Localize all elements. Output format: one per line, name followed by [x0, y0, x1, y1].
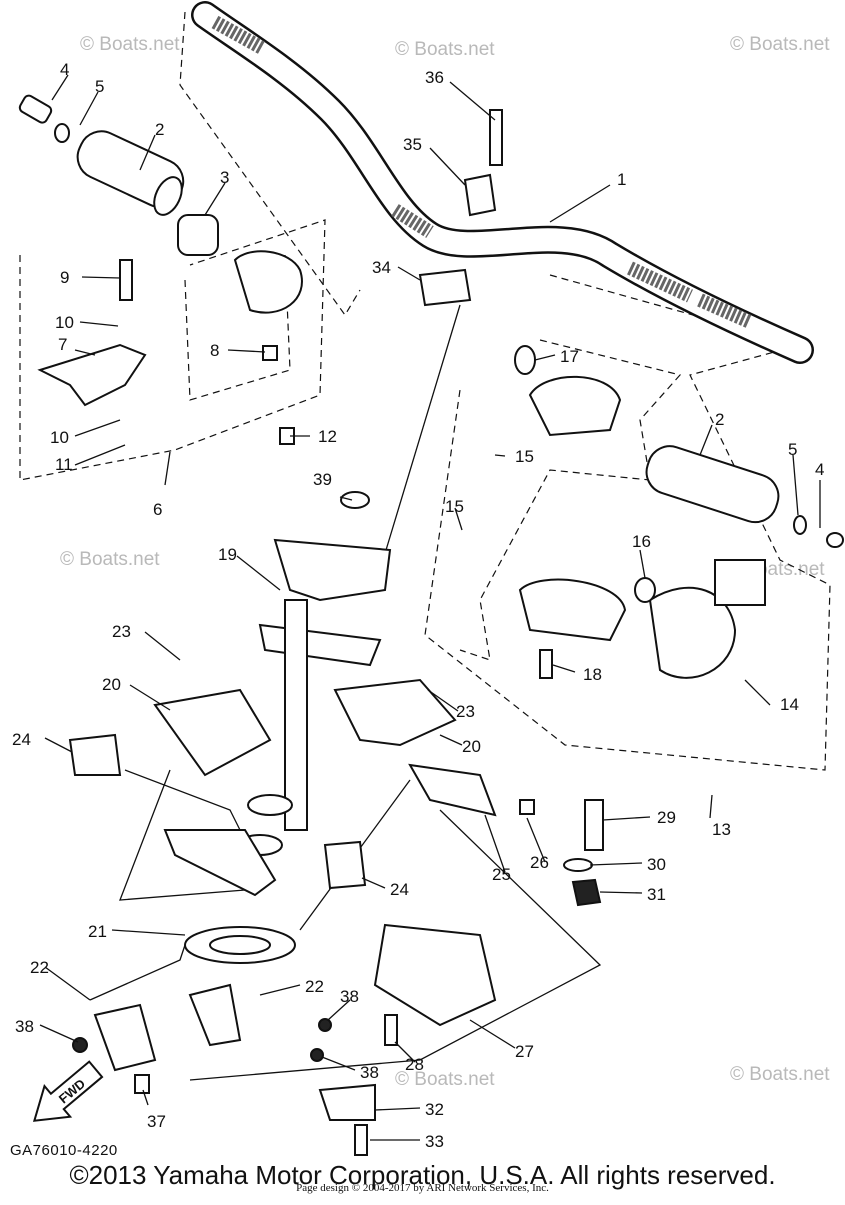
- steering-column: [68, 538, 497, 1027]
- callout-23: 23: [112, 622, 131, 641]
- document-code: GA76010-4220: [10, 1142, 118, 1159]
- watermark: © Boats.net: [395, 1069, 495, 1090]
- callout-26: 26: [530, 853, 549, 872]
- callout-10: 10: [55, 313, 74, 332]
- callout-20: 20: [462, 737, 481, 756]
- watermark: © Boats.net: [60, 549, 160, 570]
- callout-30: 30: [647, 855, 666, 874]
- callout-36: 36: [425, 68, 444, 87]
- callout-1: 1: [617, 170, 626, 189]
- right-switch-assembly: [514, 345, 844, 679]
- group-13-outline: [424, 274, 831, 771]
- callout-24: 24: [390, 880, 409, 899]
- callout-2: 2: [155, 120, 164, 139]
- callout-34: 34: [372, 258, 391, 277]
- callout-13: 13: [712, 820, 731, 839]
- callout-17: 17: [560, 347, 579, 366]
- watermarks: © Boats.net © Boats.net © Boats.net © Bo…: [60, 34, 830, 1090]
- callout-16: 16: [632, 532, 651, 551]
- handlebar: [191, 1, 814, 364]
- callout-39: 39: [313, 470, 332, 489]
- callout-28: 28: [405, 1055, 424, 1074]
- page-design-credit: Page design © 2004-2017 by ARI Network S…: [296, 1182, 549, 1194]
- callout-11: 11: [55, 455, 73, 474]
- callout-21: 21: [88, 922, 107, 941]
- callout-19: 19: [218, 545, 237, 564]
- callout-29: 29: [657, 808, 676, 827]
- left-grip-assembly: [18, 94, 303, 445]
- group-outlines: [19, 11, 831, 1081]
- callout-5: 5: [788, 440, 797, 459]
- callout-18: 18: [583, 665, 602, 684]
- callout-22: 22: [30, 958, 49, 977]
- callout-5: 5: [95, 77, 104, 96]
- callout-2: 2: [715, 410, 724, 429]
- callout-23: 23: [456, 702, 475, 721]
- callout-38: 38: [15, 1017, 34, 1036]
- group-24-link-line: [124, 769, 241, 831]
- fwd-arrow-icon: FWD: [32, 1060, 104, 1122]
- callout-9: 9: [60, 268, 69, 287]
- callout-4: 4: [815, 460, 824, 479]
- callouts: 1 2 2 3 4 4 5 5 6 7 8 9 10 10 11 12 13 1…: [12, 60, 824, 1151]
- callout-35: 35: [403, 135, 422, 154]
- callout-6: 6: [153, 500, 162, 519]
- callout-38: 38: [360, 1063, 379, 1082]
- group-6-outline: [19, 219, 326, 481]
- callout-33: 33: [425, 1132, 444, 1151]
- group-22-link-line: [89, 944, 186, 1001]
- callout-32: 32: [425, 1100, 444, 1119]
- clamps: [340, 109, 503, 509]
- group-20-link-line: [119, 769, 246, 901]
- handlebar-guide-line: [179, 11, 361, 317]
- callout-37: 37: [147, 1112, 166, 1131]
- callout-4: 4: [60, 60, 69, 79]
- callout-15: 15: [445, 497, 464, 516]
- leader-lines: [39, 74, 821, 1141]
- group-27-link-line: [189, 809, 602, 1081]
- group-13-inner-outline: [459, 339, 682, 661]
- callout-25: 25: [492, 865, 511, 884]
- leader-34: [379, 304, 461, 571]
- watermark: © Boats.net: [395, 39, 495, 60]
- watermark: © Boats.net: [730, 1064, 830, 1085]
- callout-8: 8: [210, 341, 219, 360]
- callout-20: 20: [102, 675, 121, 694]
- callout-3: 3: [220, 168, 229, 187]
- callout-24: 24: [12, 730, 31, 749]
- callout-31: 31: [647, 885, 666, 904]
- callout-14: 14: [780, 695, 799, 714]
- callout-10: 10: [50, 428, 69, 447]
- group-6-inner-outline: [184, 254, 291, 401]
- callout-22: 22: [305, 977, 324, 996]
- watermark: © Boats.net: [80, 34, 180, 55]
- watermark: © Boats.net: [730, 34, 830, 55]
- callout-27: 27: [515, 1042, 534, 1061]
- callout-7: 7: [58, 335, 67, 354]
- copyright-notice: ©2013 Yamaha Motor Corporation, U.S.A. A…: [69, 1160, 776, 1190]
- callout-38: 38: [340, 987, 359, 1006]
- callout-12: 12: [318, 427, 337, 446]
- callout-15: 15: [515, 447, 534, 466]
